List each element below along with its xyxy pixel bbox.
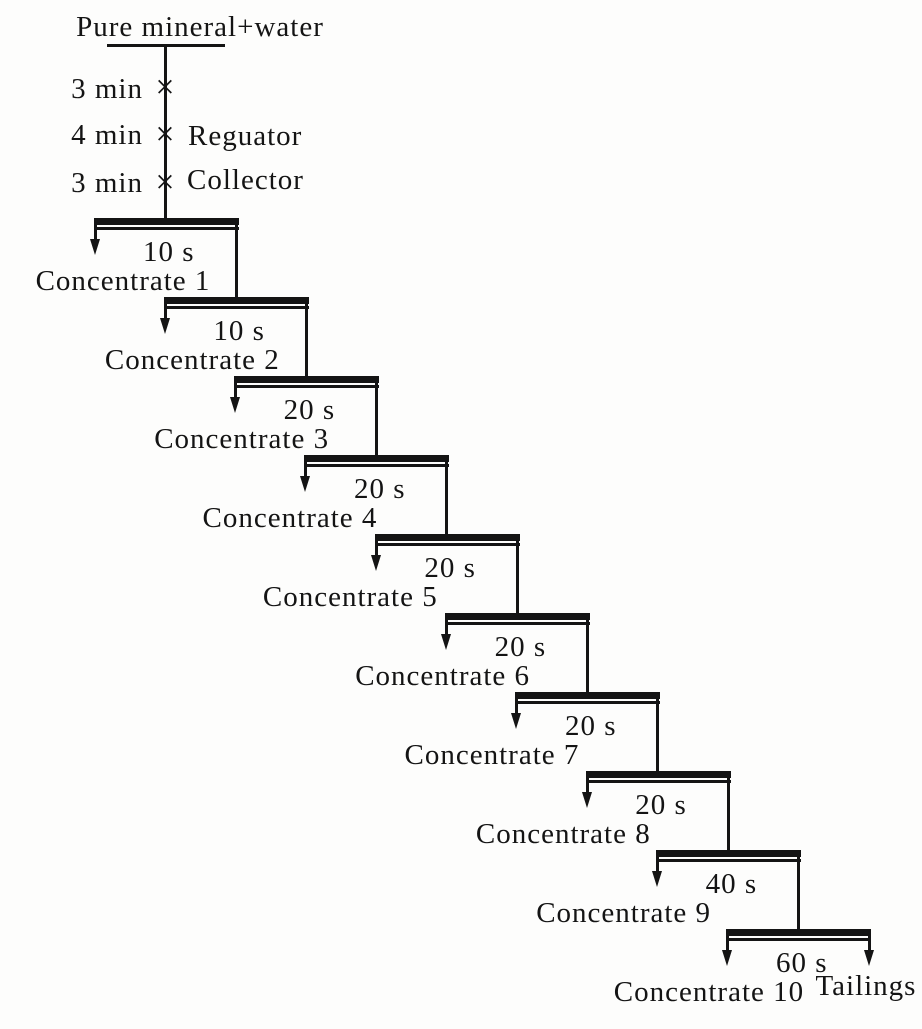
concentrate-label: Concentrate 4 — [202, 502, 378, 534]
conditioning-time-label: 3 min — [71, 73, 143, 105]
reagent-label: Reguator — [188, 120, 303, 152]
concentrate-label: Concentrate 8 — [475, 818, 651, 850]
flotation-time-label: 20 s — [635, 789, 687, 821]
tailings-flow-line — [797, 855, 801, 932]
concentrate-label: Concentrate 5 — [262, 581, 438, 613]
flotation-cell-underbar — [656, 859, 802, 862]
flotation-cell-underbar — [585, 780, 731, 783]
feed-label: Pure mineral+water — [76, 11, 324, 43]
flotation-time-label: 40 s — [705, 868, 758, 900]
flotation-cell-underbar — [304, 464, 450, 467]
flotation-time-label: 20 s — [353, 473, 406, 505]
concentrate-label: Concentrate 1 — [35, 265, 211, 297]
flotation-cell-bar — [234, 376, 380, 383]
concentrate-label: Concentrate 2 — [104, 344, 280, 376]
flotation-time-label: 10 s — [143, 236, 195, 268]
flotation-cell-bar — [93, 218, 239, 225]
conditioning-time-label: 4 min — [71, 119, 143, 151]
tailings-label: Tailings — [815, 970, 917, 1002]
feed-underline — [107, 44, 225, 47]
tailings-flow-line — [586, 618, 590, 695]
flotation-cell-underbar — [234, 385, 380, 388]
flotation-cell-bar — [515, 692, 661, 699]
flotation-time-label: 20 s — [424, 552, 476, 584]
concentrate-label: Concentrate 9 — [536, 897, 712, 929]
reagent-addition-cross-icon: × — [155, 116, 175, 153]
flotation-cell-underbar — [93, 227, 239, 230]
concentrate-label: Concentrate 6 — [355, 660, 531, 692]
tailings-flow-line — [515, 539, 519, 616]
flotation-time-label: 60 s — [775, 947, 828, 979]
flotation-cell-underbar — [726, 938, 872, 941]
flotation-cell-underbar — [163, 306, 309, 309]
concentrate-label: Concentrate 3 — [154, 423, 330, 455]
tailings-flow-line — [375, 381, 379, 458]
flotation-cell-bar — [445, 613, 591, 620]
feed-flow-line — [163, 46, 167, 219]
flotation-cell-bar — [163, 297, 309, 304]
flotation-time-label: 10 s — [213, 315, 265, 347]
flotation-time-label: 20 s — [283, 394, 336, 426]
reagent-addition-cross-icon: × — [155, 164, 175, 201]
tailings-flow-line — [656, 697, 660, 774]
tailings-flow-line — [445, 460, 449, 537]
flotation-cell-underbar — [445, 622, 591, 625]
flotation-cell-underbar — [374, 543, 520, 546]
flotation-cell-bar — [374, 534, 520, 541]
reagent-label: Collector — [187, 164, 304, 196]
concentrate-label: Concentrate 7 — [404, 739, 580, 771]
flotation-cell-bar — [726, 929, 872, 936]
reagent-addition-cross-icon: × — [155, 69, 175, 106]
flotation-cell-bar — [585, 771, 731, 778]
flotation-cell-bar — [304, 455, 450, 462]
flotation-cell-bar — [656, 850, 802, 857]
flotation-time-label: 20 s — [564, 710, 617, 742]
tailings-flow-line — [234, 223, 238, 300]
concentrate-label: Concentrate 10 — [613, 976, 805, 1008]
flotation-time-label: 20 s — [494, 631, 547, 663]
tailings-flow-line — [304, 302, 308, 379]
tailings-flow-line — [726, 776, 730, 853]
conditioning-time-label: 3 min — [71, 167, 143, 199]
flotation-cell-underbar — [515, 701, 661, 704]
